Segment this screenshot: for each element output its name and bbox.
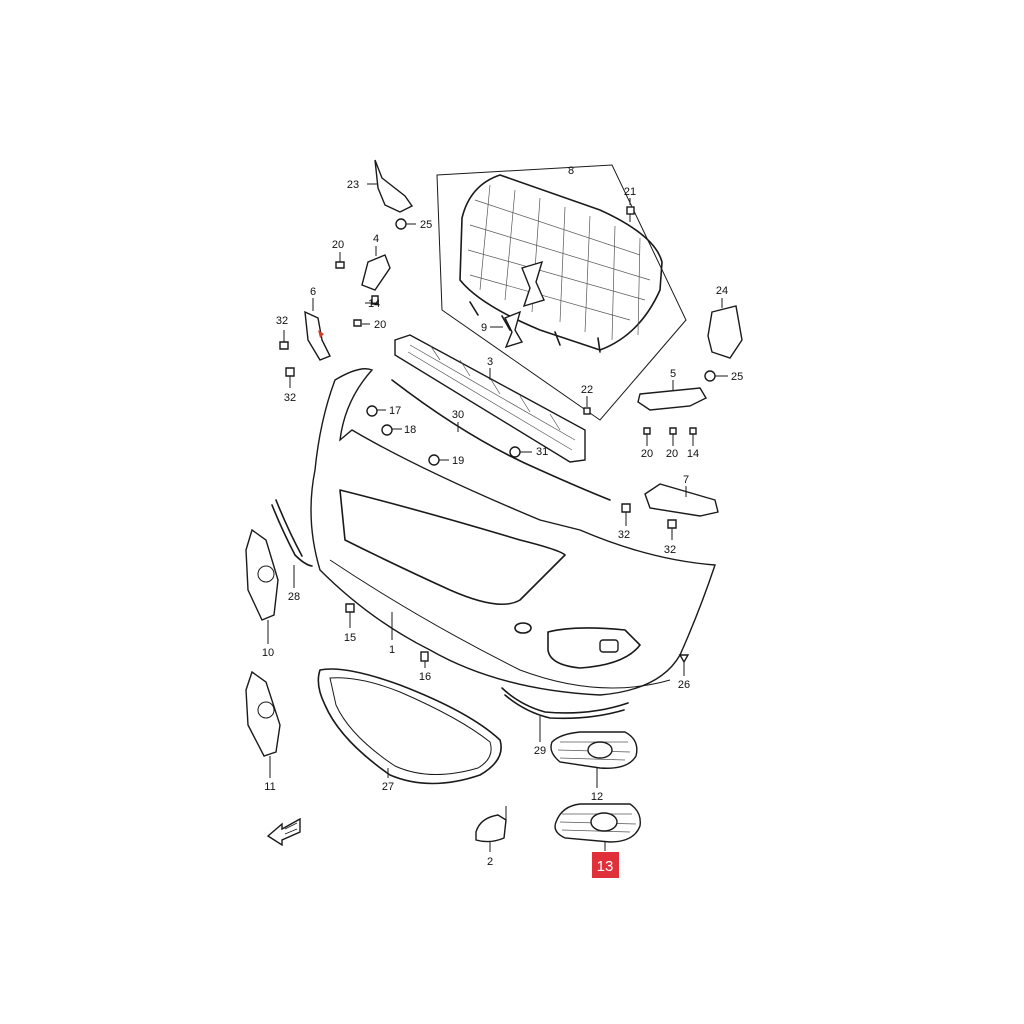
callout-20-upper: 20	[332, 239, 344, 251]
bumper-cover-1	[310, 368, 716, 696]
callout-13-highlight	[592, 852, 619, 878]
callout-14-upper: 14	[368, 298, 380, 310]
callout-11: 11	[264, 781, 275, 793]
callout-18: 18	[404, 424, 416, 436]
clips-17-18-19	[366, 405, 449, 466]
bumper-opening	[339, 489, 566, 606]
callout-19: 19	[452, 455, 464, 467]
bracket-23	[367, 159, 414, 213]
trim-29	[501, 687, 629, 742]
clip-25-right	[704, 370, 728, 382]
callout-4: 4	[373, 233, 379, 245]
callout-32-right-b: 32	[664, 544, 676, 556]
callout-29: 29	[534, 745, 546, 757]
callout-6: 6	[310, 286, 316, 298]
fasteners-15-16-26	[345, 603, 690, 676]
bracket-6	[279, 298, 331, 388]
callout-27: 27	[382, 781, 394, 793]
callout-32-lower: 32	[284, 392, 296, 404]
callout-20-right-b: 20	[666, 448, 678, 460]
callout-5: 5	[670, 368, 676, 380]
side-trim-28	[271, 499, 313, 588]
lower-grille-3	[394, 334, 586, 463]
side-bracket-10	[245, 528, 279, 644]
callout-2: 2	[487, 856, 493, 868]
callout-13: 13	[597, 858, 614, 875]
bracket-7	[621, 483, 719, 540]
callout-23: 23	[347, 179, 359, 191]
callout-8: 8	[568, 165, 574, 177]
grille-tabs	[469, 301, 601, 353]
callout-20-middle: 20	[374, 319, 386, 331]
front-direction-arrow-icon	[266, 817, 301, 847]
callout-20-right-a: 20	[641, 448, 653, 460]
bracket-4	[335, 246, 391, 327]
bolt-21	[626, 198, 635, 222]
suzuki-emblem-icon	[521, 260, 545, 308]
callout-15: 15	[344, 632, 356, 644]
foglamp-cover-12	[550, 731, 638, 788]
bracket-6-marker	[318, 330, 324, 338]
grille-surround-27	[317, 668, 502, 785]
callout-28: 28	[288, 591, 300, 603]
callout-1: 1	[389, 644, 395, 656]
side-bracket-11	[245, 670, 281, 778]
foglamp-recess	[547, 627, 641, 669]
callout-10: 10	[262, 647, 274, 659]
emblem-part	[490, 310, 524, 349]
grille-assembly	[436, 164, 687, 421]
callout-9: 9	[481, 322, 487, 334]
callout-25-right: 25	[731, 371, 743, 383]
tow-cap-2	[475, 806, 507, 852]
callout-12: 12	[591, 791, 603, 803]
callout-21: 21	[624, 186, 636, 198]
callout-26: 26	[678, 679, 690, 691]
callout-24: 24	[716, 285, 728, 297]
bolt-22	[583, 396, 591, 415]
grille-body	[459, 174, 663, 351]
clip-31	[509, 446, 532, 458]
callout-14-right: 14	[687, 448, 699, 460]
callout-25-upper: 25	[420, 219, 432, 231]
grille-frame-box	[436, 164, 687, 421]
callout-31: 31	[536, 446, 548, 458]
callout-32-right-a: 32	[618, 529, 630, 541]
clip-25-upper	[395, 218, 416, 230]
callout-32-upper: 32	[276, 315, 288, 327]
callout-17: 17	[389, 405, 401, 417]
strip-30	[391, 379, 611, 501]
callout-16: 16	[419, 671, 431, 683]
mudflap-24	[707, 298, 743, 359]
callout-22: 22	[581, 384, 593, 396]
callout-3: 3	[487, 356, 493, 368]
callout-labels: 1 2 3 4 5 6 7 8 9 10 11 12 13 14 14 15 1…	[262, 165, 743, 878]
foglamp-cover-13	[554, 803, 641, 851]
callout-7: 7	[683, 474, 689, 486]
bracket-5	[637, 380, 707, 446]
callout-30: 30	[452, 409, 464, 421]
